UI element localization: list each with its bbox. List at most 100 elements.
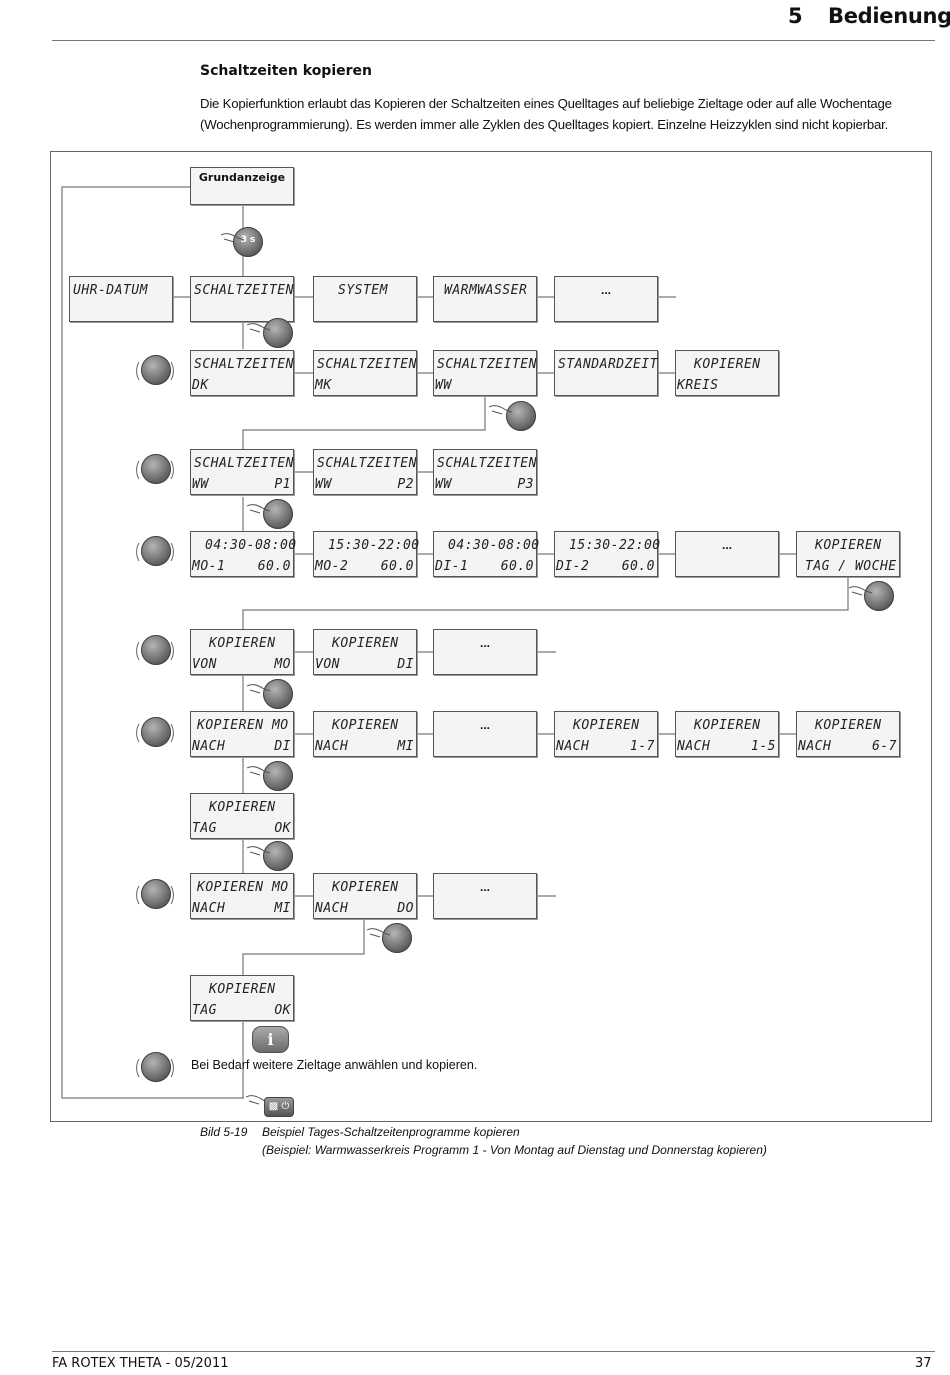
lcd-line: WW [435, 378, 452, 393]
lcd-line: MI [274, 901, 291, 916]
lcd-line: NACH [798, 739, 832, 754]
press-knob-icon [263, 841, 293, 871]
rotary-knob-icon [133, 714, 177, 750]
programm-p1: SCHALTZEITEN WW P1 [190, 449, 294, 495]
chapter-number: 5 [788, 4, 803, 28]
lcd-line: TAG / WOCHE [805, 559, 897, 574]
lcd-line: MO [274, 657, 291, 672]
menu-system: SYSTEM [313, 276, 417, 322]
rotary-knob-icon [133, 451, 177, 487]
lcd-line: KOPIEREN [694, 718, 761, 733]
lcd-line: KOPIEREN [815, 538, 882, 553]
hand-icon [220, 233, 245, 243]
lcd-line: 1-7 [630, 739, 655, 754]
hand-icon [245, 1095, 270, 1105]
lcd-line: P3 [517, 477, 534, 492]
lcd-line: STANDARDZEIT [558, 357, 658, 372]
press-knob-icon [263, 318, 293, 348]
intro-text: Die Kopierfunktion erlaubt das Kopieren … [200, 93, 930, 135]
lcd-line: SCHALTZEITEN [437, 456, 537, 471]
press-knob-icon [263, 499, 293, 529]
press-knob-icon [263, 679, 293, 709]
lcd-line: TAG [192, 821, 217, 836]
zyklus-more: ... [675, 531, 779, 577]
kopieren-von-di: KOPIEREN VON DI [313, 629, 417, 675]
kopieren-tag-ok: KOPIEREN TAG OK [190, 793, 294, 839]
chapter-title: Bedienung [828, 4, 950, 28]
lcd-line: MO-1 [192, 559, 226, 574]
kopieren-nach-mi-2: KOPIEREN MO NACH MI [190, 873, 294, 919]
menu-more: ... [554, 276, 658, 322]
programm-p3: SCHALTZEITEN WW P3 [433, 449, 537, 495]
diagram-frame [50, 151, 932, 1122]
lcd-line: 60.0 [257, 559, 291, 574]
hand-icon [246, 684, 271, 694]
lcd-line: VON [192, 657, 217, 672]
lcd-line: KOPIEREN [332, 880, 399, 895]
lcd-line: SCHALTZEITEN [317, 357, 417, 372]
lcd-line: MO-2 [315, 559, 349, 574]
lcd-line: 04:30-08:00 [205, 538, 297, 553]
ellipsis: ... [721, 538, 732, 552]
press-knob-icon [864, 581, 894, 611]
press-3s-knob-icon: 3 s [233, 227, 263, 257]
lcd-line: NACH [192, 739, 226, 754]
rotary-knob-icon [133, 632, 177, 668]
lcd-line: MI [397, 739, 414, 754]
lcd-line: 60.0 [380, 559, 414, 574]
lcd-line: KOPIEREN MO [197, 718, 289, 733]
rotary-knob-icon [133, 876, 177, 912]
lcd-line: TAG [192, 1003, 217, 1018]
footer-doc-id: FA ROTEX THETA - 05/2011 [52, 1356, 229, 1371]
schaltzeiten-mk: SCHALTZEITEN MK [313, 350, 417, 396]
grundanzeige-label: Grundanzeige [198, 171, 286, 184]
lcd-line: UHR-DATUM [73, 283, 148, 298]
lcd-line: SCHALTZEITEN [194, 456, 294, 471]
ellipsis: ... [479, 718, 490, 732]
power-button-icon: ▩ ⏻ [264, 1097, 294, 1117]
page-number: 37 [915, 1356, 932, 1371]
lcd-line: DO [397, 901, 414, 916]
kopieren-tag-woche: KOPIEREN TAG / WOCHE [796, 531, 900, 577]
lcd-line: DI-1 [435, 559, 469, 574]
intro-line-1: Die Kopierfunktion erlaubt das Kopieren … [200, 96, 892, 111]
kopieren-von-more: ... [433, 629, 537, 675]
schaltzeiten-dk: SCHALTZEITEN DK [190, 350, 294, 396]
hand-icon [246, 323, 271, 333]
lcd-line: 04:30-08:00 [448, 538, 540, 553]
lcd-line: WW [315, 477, 332, 492]
schaltzeiten-ww: SCHALTZEITEN WW [433, 350, 537, 396]
rotary-knob-icon [133, 352, 177, 388]
lcd-line: NACH [556, 739, 590, 754]
kopieren-nach-more: ... [433, 711, 537, 757]
lcd-line: NACH [192, 901, 226, 916]
lcd-line: KOPIEREN [694, 357, 761, 372]
footer-rule [52, 1351, 935, 1352]
hand-icon [366, 928, 391, 938]
kopieren-nach-di: KOPIEREN MO NACH DI [190, 711, 294, 757]
press-knob-icon [263, 761, 293, 791]
kopieren-nach-mi: KOPIEREN NACH MI [313, 711, 417, 757]
hand-icon [246, 766, 271, 776]
ellipsis: ... [600, 283, 611, 297]
grundanzeige-box: Grundanzeige [190, 167, 294, 205]
lcd-line: DI-2 [556, 559, 590, 574]
lcd-line: KOPIEREN [815, 718, 882, 733]
lcd-line: 60.0 [500, 559, 534, 574]
kopieren-nach-1-5: KOPIEREN NACH 1-5 [675, 711, 779, 757]
figure-caption-line-1: Beispiel Tages-Schaltzeitenprogramme kop… [262, 1125, 520, 1139]
hand-icon [848, 586, 873, 596]
kopieren-nach-2-more: ... [433, 873, 537, 919]
hand-icon [246, 846, 271, 856]
press-knob-icon [382, 923, 412, 953]
kopieren-von-mo: KOPIEREN VON MO [190, 629, 294, 675]
menu-uhr-datum: UHR-DATUM [69, 276, 173, 322]
lcd-line: KOPIEREN [209, 636, 276, 651]
kopieren-nach-1-7: KOPIEREN NACH 1-7 [554, 711, 658, 757]
press-knob-icon [506, 401, 536, 431]
zyklus-mo-2: 15:30-22:00 MO-2 60.0 [313, 531, 419, 577]
lcd-line: DI [274, 739, 291, 754]
intro-line-2: (Wochenprogrammierung). Es werden immer … [200, 117, 889, 132]
lcd-line: KOPIEREN MO [197, 880, 289, 895]
